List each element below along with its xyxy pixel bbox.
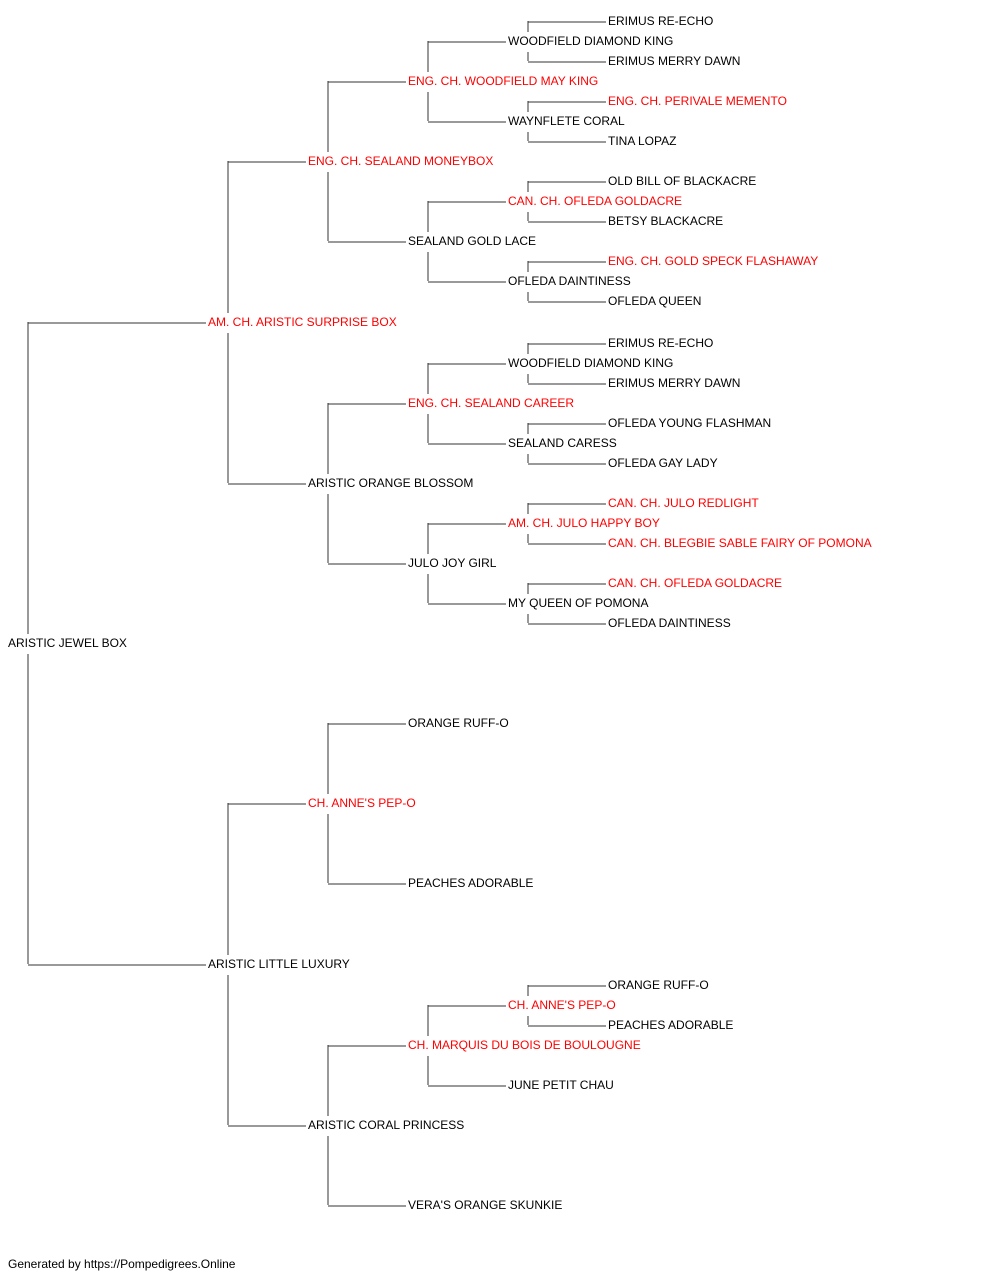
ancestor-name: ENG. CH. WOODFIELD MAY KING (408, 74, 599, 88)
ancestor-name: ARISTIC CORAL PRINCESS (308, 1118, 465, 1132)
ancestor-name: PEACHES ADORABLE (608, 1018, 734, 1032)
ancestor-name: MY QUEEN OF POMONA (508, 596, 649, 610)
ancestor-name: ORANGE RUFF-O (408, 716, 509, 730)
ancestor-name: ARISTIC ORANGE BLOSSOM (308, 476, 474, 490)
ancestor-name: OFLEDA QUEEN (608, 294, 702, 308)
ancestor-name: ORANGE RUFF-O (608, 978, 709, 992)
ancestor-name: PEACHES ADORABLE (408, 876, 534, 890)
ancestor-name: OFLEDA DAINTINESS (508, 274, 631, 288)
ancestor-name: ERIMUS RE-ECHO (608, 14, 714, 28)
ancestor-name: WAYNFLETE CORAL (508, 114, 625, 128)
subject-dog-name: ARISTIC JEWEL BOX (8, 636, 127, 650)
ancestor-name: ENG. CH. PERIVALE MEMENTO (608, 94, 787, 108)
ancestor-name: OFLEDA GAY LADY (608, 456, 718, 470)
ancestor-name: ERIMUS MERRY DAWN (608, 376, 741, 390)
ancestor-name: BETSY BLACKACRE (608, 214, 724, 228)
ancestor-name: AM. CH. ARISTIC SURPRISE BOX (208, 315, 397, 329)
footer-credit: Generated by https://Pompedigrees.Online (8, 1257, 236, 1271)
ancestor-name: ARISTIC LITTLE LUXURY (208, 957, 350, 971)
ancestor-name: OFLEDA DAINTINESS (608, 616, 731, 630)
ancestor-name: ERIMUS RE-ECHO (608, 336, 714, 350)
ancestor-name: ENG. CH. SEALAND CAREER (408, 396, 575, 410)
ancestor-name: CAN. CH. JULO REDLIGHT (608, 496, 759, 510)
ancestor-name: CH. MARQUIS DU BOIS DE BOULOUGNE (408, 1038, 641, 1052)
ancestor-name: SEALAND GOLD LACE (408, 234, 537, 248)
ancestor-name: WOODFIELD DIAMOND KING (508, 356, 674, 370)
ancestor-name: CAN. CH. OFLEDA GOLDACRE (508, 194, 683, 208)
ancestor-name: WOODFIELD DIAMOND KING (508, 34, 674, 48)
ancestor-name: JUNE PETIT CHAU (508, 1078, 614, 1092)
ancestor-name: JULO JOY GIRL (408, 556, 497, 570)
ancestor-name: CH. ANNE'S PEP-O (308, 796, 416, 810)
ancestor-name: SEALAND CARESS (508, 436, 617, 450)
ancestor-name: AM. CH. JULO HAPPY BOY (508, 516, 660, 530)
ancestor-name: ERIMUS MERRY DAWN (608, 54, 741, 68)
ancestor-name: ENG. CH. GOLD SPECK FLASHAWAY (608, 254, 819, 268)
ancestor-name: ENG. CH. SEALAND MONEYBOX (308, 154, 494, 168)
ancestor-name: CH. ANNE'S PEP-O (508, 998, 616, 1012)
ancestor-name: VERA'S ORANGE SKUNKIE (408, 1198, 563, 1212)
ancestor-name: CAN. CH. BLEGBIE SABLE FAIRY OF POMONA (608, 536, 872, 550)
ancestor-name: TINA LOPAZ (608, 134, 677, 148)
ancestor-name: OFLEDA YOUNG FLASHMAN (608, 416, 772, 430)
ancestor-name: OLD BILL OF BLACKACRE (608, 174, 757, 188)
ancestor-name: CAN. CH. OFLEDA GOLDACRE (608, 576, 783, 590)
